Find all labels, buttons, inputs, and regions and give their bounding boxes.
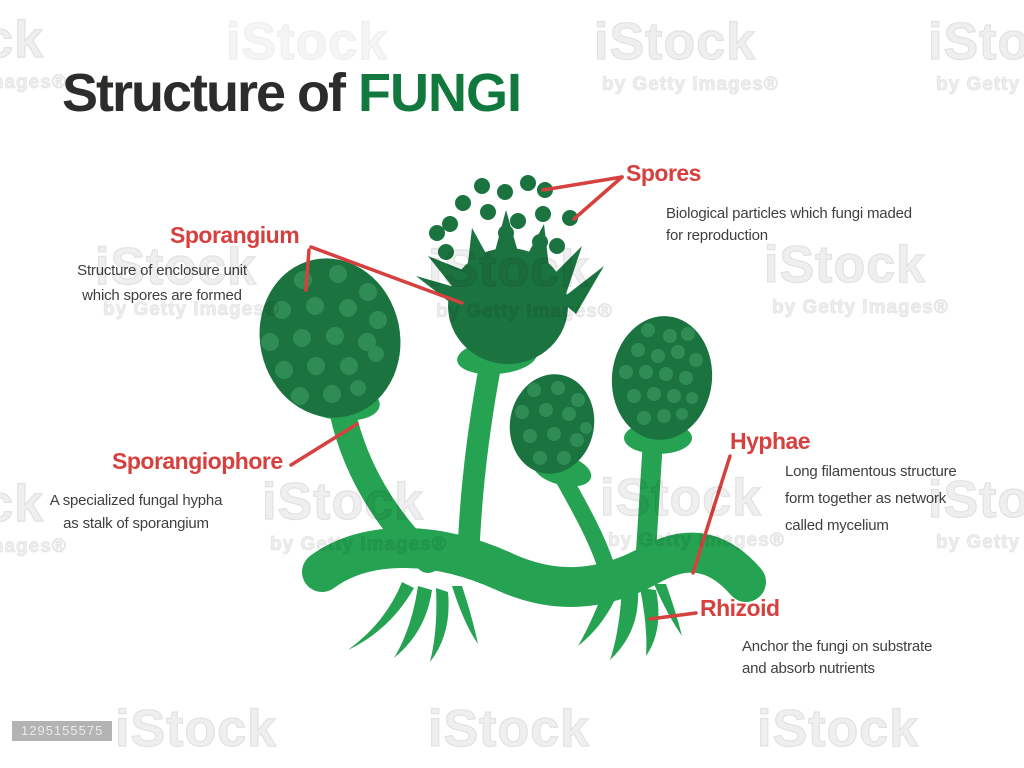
- desc-line: for reproduction: [666, 227, 768, 244]
- desc-line: A specialized fungal hypha: [49, 492, 223, 509]
- stalk-left: [327, 387, 441, 573]
- leader-spores-2: [572, 175, 624, 221]
- leader-lines: [289, 175, 732, 621]
- annotation-desc-rhizoid: Anchor the fungi on substrate and absorb…: [742, 636, 932, 680]
- sporangiophore-stalks: [327, 345, 663, 575]
- leader-sporangium-1: [304, 248, 311, 292]
- desc-line: called mycelium: [785, 517, 889, 534]
- desc-line: Structure of enclosure unit: [77, 262, 247, 279]
- leader-hyphae: [691, 454, 732, 575]
- stalk-large-right: [635, 430, 663, 574]
- title-prefix: Structure of: [62, 63, 346, 124]
- desc-line: Long filamentous structure: [785, 463, 957, 480]
- leader-rhizoid: [648, 611, 698, 621]
- stalk-central: [457, 345, 503, 575]
- annotation-label-hyphae: Hyphae: [730, 428, 811, 454]
- hypha-base: [302, 528, 766, 608]
- sporangium-left-spots: [261, 265, 387, 405]
- desc-line: which spores are formed: [82, 287, 242, 304]
- image-id-badge: 1295155575: [12, 721, 113, 741]
- annotation-label-spores: Spores: [626, 160, 701, 186]
- rhizoids-left: [348, 582, 478, 662]
- desc-line: Anchor the fungi on substrate: [742, 638, 933, 655]
- desc-line: form together as network: [785, 490, 947, 507]
- annotation-desc-hyphae: Long filamentous structure form together…: [785, 458, 957, 539]
- sporangium-central-open: [416, 210, 604, 375]
- rhizoids-right: [578, 584, 682, 660]
- desc-line: and absorb nutrients: [742, 660, 875, 677]
- leader-spores-1: [541, 175, 624, 192]
- sporangium-large-spots: [619, 323, 703, 425]
- annotation-desc-sporangiophore: A specialized fungal hypha as stalk of s…: [36, 489, 236, 535]
- annotation-desc-sporangium: Structure of enclosure unit which spores…: [56, 258, 268, 308]
- annotation-label-rhizoid: Rhizoid: [700, 595, 780, 621]
- leader-sporangiophore: [289, 422, 359, 467]
- sporangium-small-spots: [515, 381, 592, 465]
- sporangium-left: [259, 258, 401, 421]
- annotation-desc-spores: Biological particles which fungi maded f…: [666, 203, 912, 247]
- spores-dots: [429, 175, 578, 260]
- annotation-label-sporangiophore: Sporangiophore: [112, 448, 283, 474]
- title-highlight: FUNGI: [358, 63, 522, 124]
- desc-line: Biological particles which fungi maded: [666, 205, 912, 222]
- annotation-label-sporangium: Sporangium: [170, 222, 300, 248]
- sporangium-large-right: [611, 316, 713, 454]
- sporangium-small-right: [509, 374, 595, 487]
- desc-line: as stalk of sporangium: [63, 515, 209, 532]
- leader-sporangium-2: [309, 245, 464, 305]
